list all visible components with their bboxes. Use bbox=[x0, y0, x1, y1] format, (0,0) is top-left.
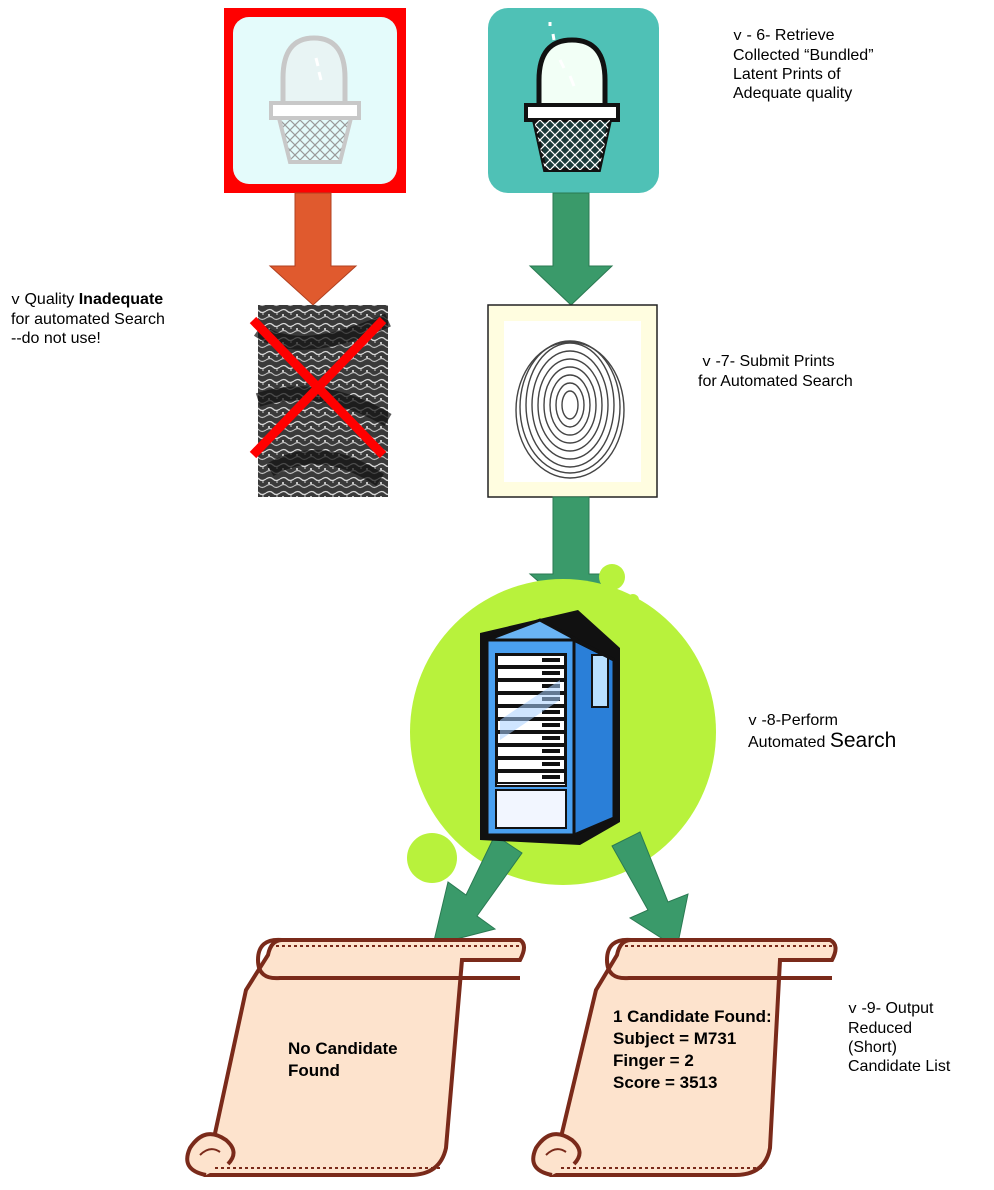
scroll-icon bbox=[185, 937, 526, 1177]
basket-icon bbox=[524, 22, 620, 172]
rejected-print bbox=[249, 305, 392, 497]
fingerprint-icon bbox=[515, 340, 625, 479]
server-icon bbox=[480, 610, 620, 845]
orange-arrow bbox=[268, 192, 358, 306]
no-candidate-result: No Candidate Found bbox=[288, 1039, 398, 1080]
inadequate-label: v Quality Inadequate for automated Searc… bbox=[11, 291, 165, 347]
rejected-basket-tile bbox=[224, 8, 406, 193]
candidate-result: 1 Candidate Found: Subject = M731 Finger… bbox=[613, 1007, 772, 1092]
step8-label: v -8-Perform Automated Search bbox=[748, 712, 897, 752]
basket-icon bbox=[269, 35, 361, 164]
fingerprint-card bbox=[487, 304, 658, 498]
x-mark-icon bbox=[249, 316, 387, 459]
green-arrow-right bbox=[611, 831, 689, 949]
adequate-basket-tile bbox=[488, 8, 659, 193]
green-arrow-left bbox=[432, 834, 523, 946]
step7-label: v -7- Submit Prints for Automated Search bbox=[698, 353, 853, 390]
green-arrow-1 bbox=[528, 192, 614, 306]
scroll-icon bbox=[531, 937, 838, 1177]
step9-label: v -9- Output Reduced (Short) Candidate L… bbox=[848, 1000, 951, 1075]
step6-label: v - 6- Retrieve Collected “Bundled” Late… bbox=[733, 27, 874, 102]
